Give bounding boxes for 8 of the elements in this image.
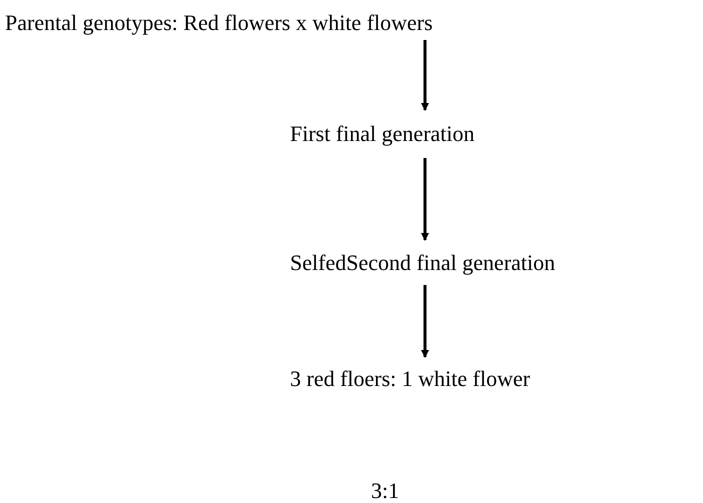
generation-text: First final generation <box>290 110 475 158</box>
arrow <box>421 40 429 111</box>
generation-text: Parental genotypes: Red flowers x white flowers <box>5 6 433 40</box>
generation-text: 3 red floers: 1 white flower <box>290 357 530 400</box>
arrow <box>421 285 429 358</box>
ratio-label: 3:1 <box>371 478 400 503</box>
generation-text: SelfedSecond final generation <box>290 240 556 285</box>
arrow <box>421 158 429 241</box>
